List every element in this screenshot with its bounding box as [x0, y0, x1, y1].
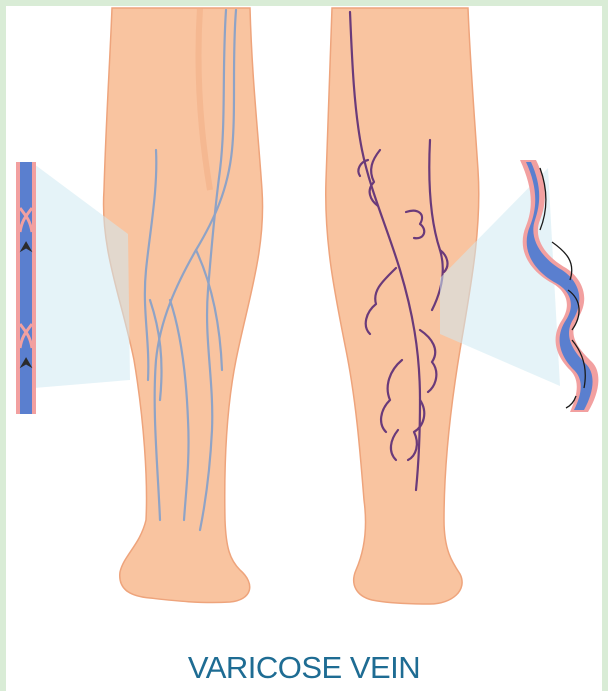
flow-arrow-icon: ⮝: [19, 237, 33, 256]
flow-arrow-icon: ⮝: [19, 353, 33, 372]
diagram-caption: VARICOSE VEIN: [0, 650, 608, 686]
normal-vein-lumen: [20, 162, 32, 414]
